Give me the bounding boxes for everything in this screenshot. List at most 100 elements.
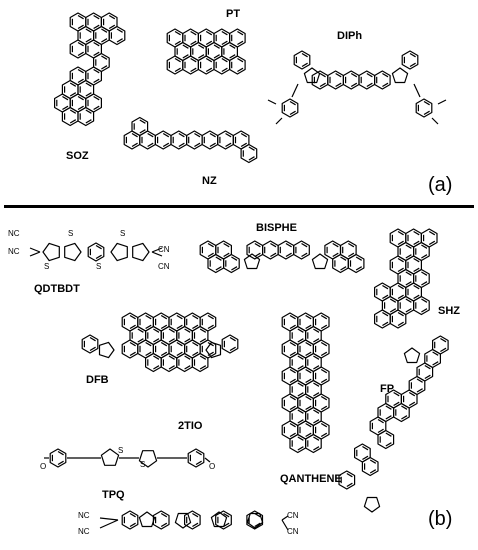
double-bond — [77, 14, 84, 20]
double-bond — [319, 82, 326, 88]
double-bond — [289, 395, 296, 401]
label-nz: NZ — [202, 175, 217, 187]
double-bond — [313, 436, 320, 441]
bisphe-five-ring — [311, 253, 329, 270]
bond — [267, 99, 277, 105]
atom-s-1: S — [68, 229, 74, 238]
label-dfb: DFB — [86, 374, 109, 386]
tpq-five-ring — [210, 511, 228, 528]
diph-five-ring — [391, 67, 409, 84]
carbonyl-bond — [204, 457, 211, 463]
double-bond — [231, 256, 238, 261]
double-bond — [85, 109, 92, 114]
double-bond — [240, 132, 248, 138]
double-bond — [313, 365, 320, 370]
qdtbdt-ring — [87, 242, 105, 262]
double-bond — [62, 95, 69, 101]
double-bond — [85, 119, 92, 124]
cyano-bond — [151, 247, 163, 253]
double-bond — [313, 382, 320, 387]
double-bond — [320, 324, 328, 330]
double-bond — [129, 512, 136, 518]
double-bond — [192, 341, 199, 347]
double-bond — [385, 432, 392, 437]
double-bond — [178, 142, 185, 148]
double-bond — [382, 321, 389, 327]
atom-s-6: S — [140, 460, 146, 469]
double-bond — [413, 240, 420, 246]
double-bond — [168, 355, 175, 360]
double-bond — [221, 57, 228, 63]
double-bond — [198, 44, 205, 49]
double-bond — [69, 119, 77, 124]
double-bond — [162, 132, 170, 138]
double-bond — [382, 284, 389, 290]
double-bond — [240, 142, 248, 148]
double-bond — [313, 328, 320, 333]
double-bond — [101, 55, 108, 60]
diph-five-ring — [303, 67, 321, 84]
diph-bond — [413, 83, 421, 98]
double-bond — [297, 419, 304, 424]
double-bond — [413, 267, 420, 273]
double-bond — [168, 328, 175, 333]
double-bond — [89, 346, 96, 352]
double-bond — [205, 67, 213, 73]
double-bond — [153, 328, 160, 333]
double-bond — [248, 156, 255, 161]
double-bond — [209, 132, 216, 138]
double-bond — [424, 374, 431, 380]
double-bond — [254, 522, 261, 528]
double-bond — [332, 242, 339, 248]
double-bond — [184, 365, 191, 370]
double-bond — [174, 30, 181, 36]
thiophene-ring — [132, 242, 150, 262]
double-bond — [69, 92, 77, 97]
double-bond — [319, 72, 326, 78]
double-bond — [85, 38, 92, 43]
double-bond — [397, 230, 404, 236]
double-bond — [215, 256, 222, 261]
double-bond — [198, 54, 205, 59]
double-bond — [320, 378, 328, 384]
double-bond — [405, 244, 412, 249]
double-bond — [174, 67, 181, 73]
double-bond — [297, 392, 304, 397]
atom-nc-4: NC — [78, 527, 90, 536]
double-bond — [178, 132, 185, 138]
cyano-bond — [99, 517, 119, 521]
double-bond — [421, 244, 428, 249]
double-bond — [297, 365, 304, 370]
double-bond — [382, 72, 389, 78]
double-bond — [194, 142, 201, 148]
label-diph: DIPh — [337, 30, 363, 42]
tpq-five-ring — [138, 511, 156, 528]
label-shz: SHZ — [438, 305, 460, 317]
double-bond — [77, 78, 84, 84]
double-bond — [129, 324, 136, 330]
double-bond — [401, 405, 408, 410]
double-bond — [194, 132, 201, 138]
double-bond — [301, 242, 308, 248]
atom-o-1: O — [40, 462, 47, 471]
double-bond — [95, 244, 102, 250]
double-bond — [225, 132, 232, 138]
mesityl-ring — [415, 98, 433, 118]
double-bond — [397, 267, 404, 273]
double-bond — [101, 65, 108, 70]
double-bond — [389, 298, 397, 303]
double-bond — [129, 351, 136, 357]
fp-five-ring — [363, 496, 381, 513]
atom-o-2: O — [209, 462, 216, 471]
tpq-five-ring — [246, 512, 264, 529]
double-bond — [237, 30, 244, 36]
double-bond — [369, 459, 377, 464]
double-bond — [346, 482, 353, 488]
double-bond — [93, 41, 100, 47]
double-bond — [182, 54, 189, 59]
double-bond — [184, 355, 191, 360]
double-bond — [350, 72, 358, 78]
double-bond — [320, 432, 328, 438]
